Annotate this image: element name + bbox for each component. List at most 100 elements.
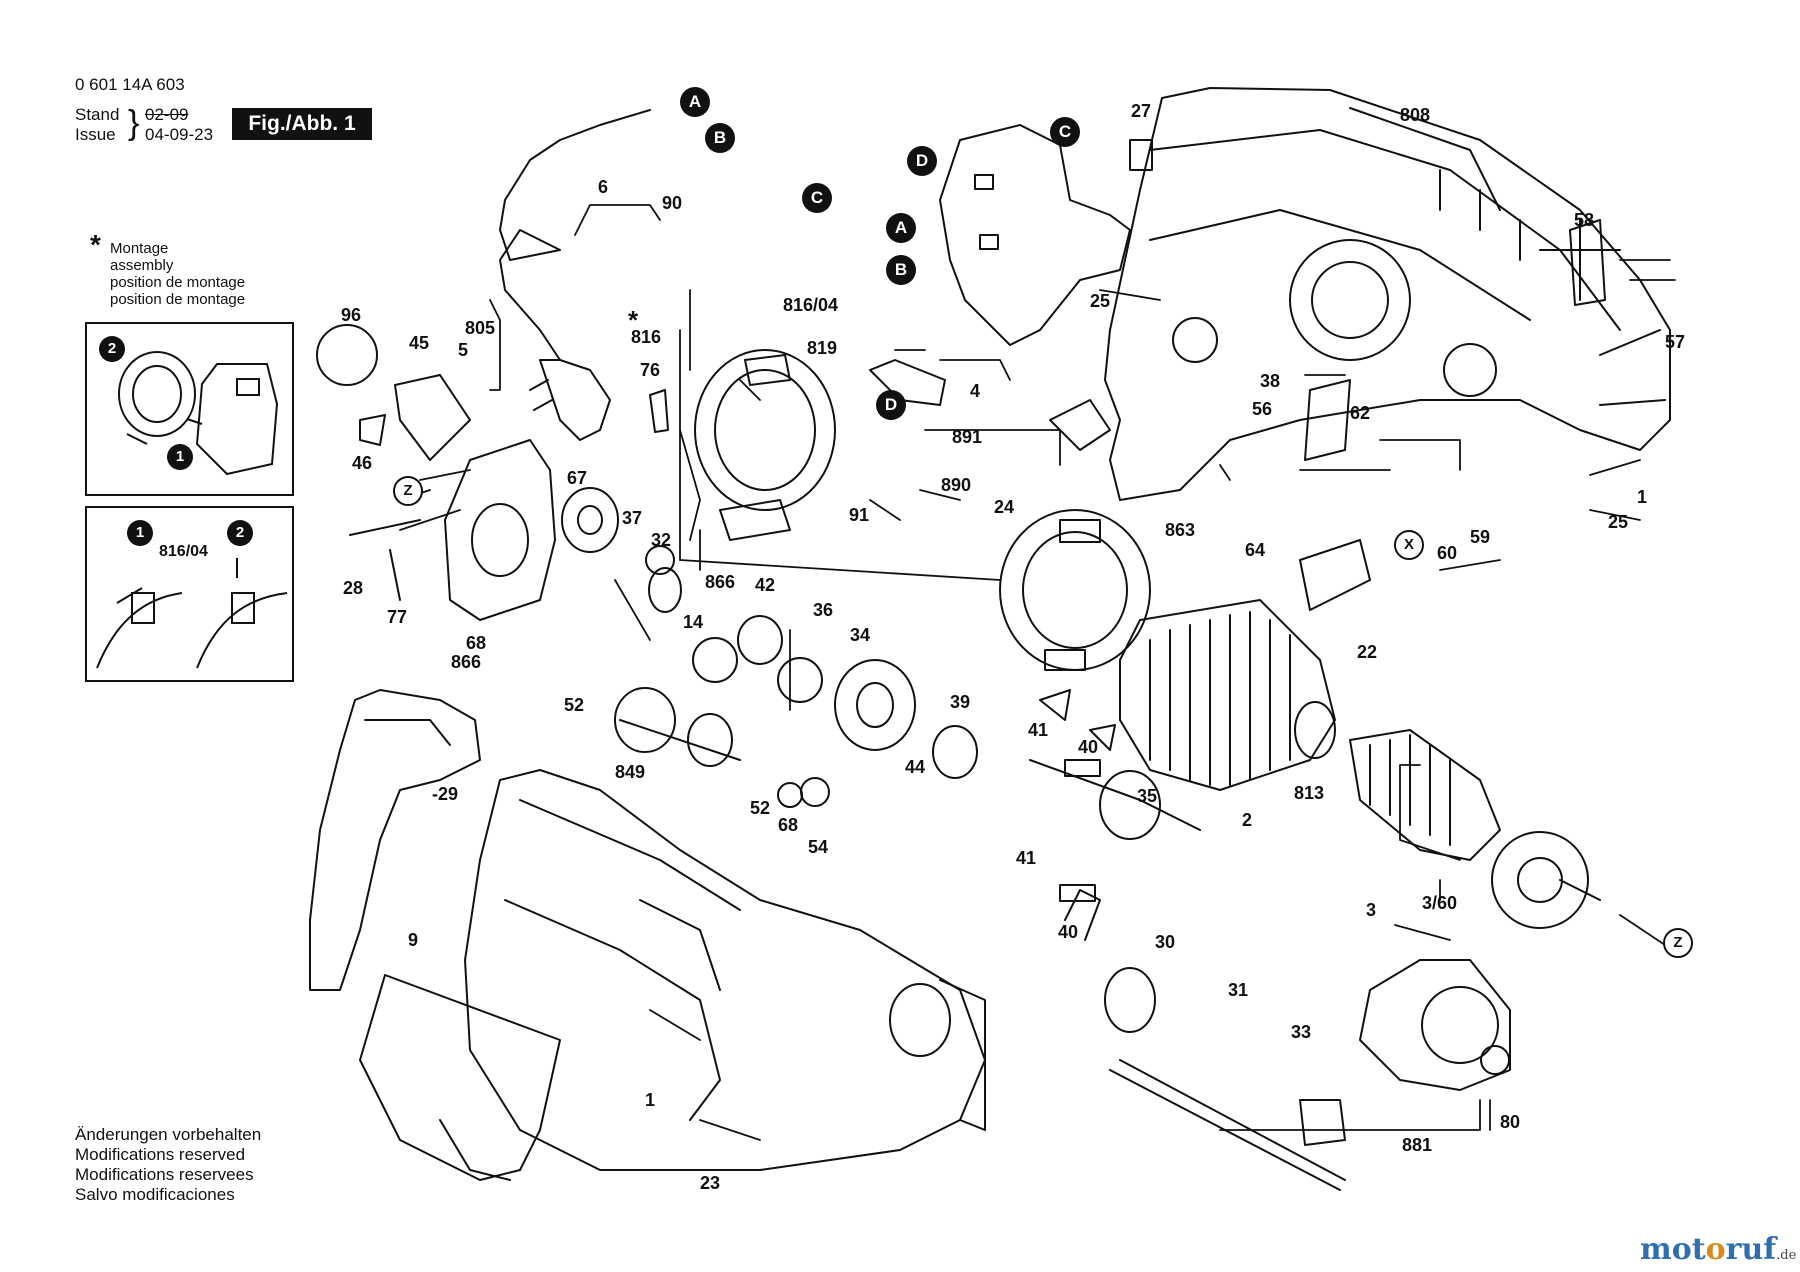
connector-a: A [886, 213, 916, 243]
inset-part-label: 816/04 [159, 543, 208, 560]
issue-value: 04-09-23 [145, 125, 214, 144]
footer-line: Modifications reservees [75, 1165, 254, 1184]
callout-76: 76 [640, 360, 661, 380]
callout-58: 58 [1574, 210, 1595, 230]
callout-60: 60 [1437, 543, 1458, 563]
callout-46: 46 [352, 453, 373, 473]
callout-813: 813 [1294, 783, 1325, 803]
connector-c: C [1050, 117, 1080, 147]
callout-40: 40 [1058, 922, 1079, 942]
issue-label: Issue [75, 125, 116, 144]
callout-54: 54 [808, 837, 829, 857]
callout-863: 863 [1165, 520, 1196, 540]
legend-line: assembly [110, 257, 174, 274]
callout-62: 62 [1350, 403, 1371, 423]
leader-lines [399, 204, 1676, 1141]
callout-96: 96 [341, 305, 362, 325]
callout-5: 5 [458, 340, 469, 360]
callout-25: 25 [1608, 512, 1629, 532]
gear-parts [561, 487, 1201, 1033]
switch-module-part [939, 124, 1131, 346]
callout-29: -29 [432, 784, 459, 804]
callout-64: 64 [1245, 540, 1266, 560]
legend-line: position de montage [110, 291, 246, 308]
brand-logo: motoruf.de [1640, 1232, 1796, 1267]
callout-805: 805 [465, 318, 496, 338]
callout-32: 32 [651, 530, 672, 550]
inset-bottom-drawing [96, 558, 288, 669]
footer-line: Modifications reserved [75, 1145, 246, 1164]
callout-3-60: 3/60 [1422, 893, 1458, 913]
chuck-key-part [1109, 1059, 1346, 1191]
stand-label: Stand [75, 105, 120, 124]
marker-z: Z [393, 476, 423, 506]
callout-90: 90 [662, 193, 683, 213]
callout-45: 45 [409, 333, 430, 353]
callout-816-04: 816/04 [783, 295, 839, 315]
callout-819: 819 [807, 338, 838, 358]
callout-star: * [628, 305, 639, 335]
housing-half-part [1104, 87, 1671, 501]
callout-52: 52 [564, 695, 585, 715]
callout-44: 44 [905, 757, 926, 777]
callout-23: 23 [700, 1173, 721, 1193]
inset-step-2: 2 [227, 520, 253, 546]
callout-41: 41 [1028, 720, 1049, 740]
inset-step-1: 1 [167, 444, 193, 470]
callout-6: 6 [598, 177, 609, 197]
connector-b: B [886, 255, 916, 285]
connector-d: D [876, 390, 906, 420]
callout-25: 25 [1090, 291, 1111, 311]
armature-part [1349, 729, 1601, 929]
callout-1: 1 [645, 1090, 656, 1110]
part-number: 0 601 14A 603 [75, 75, 185, 94]
callout-36: 36 [813, 600, 834, 620]
callout-808: 808 [1400, 105, 1431, 125]
callout-14: 14 [683, 612, 704, 632]
field-stator-part [1119, 599, 1336, 791]
connector-d: D [907, 146, 937, 176]
callout-31: 31 [1228, 980, 1249, 1000]
inset-bottom-panel: 1 2 816/04 [85, 506, 294, 682]
callout-1: 1 [1637, 487, 1648, 507]
callout-34: 34 [850, 625, 871, 645]
callout-3: 3 [1366, 900, 1377, 920]
callout-56: 56 [1252, 399, 1273, 419]
callout-33: 33 [1291, 1022, 1312, 1042]
callout-37: 37 [622, 508, 643, 528]
marker-x: X [1394, 530, 1424, 560]
figure-badge: Fig./Abb. 1 [232, 108, 372, 140]
callout-866: 866 [705, 572, 736, 592]
drill-body-part [464, 769, 986, 1171]
callout-24: 24 [994, 497, 1015, 517]
bearing-plate-part [444, 439, 556, 621]
callout-59: 59 [1470, 527, 1491, 547]
footer-line: Salvo modificaciones [75, 1185, 235, 1204]
callout-77: 77 [387, 607, 408, 627]
inset-top-drawing [118, 351, 279, 476]
small-parts [316, 139, 1621, 902]
callout-27: 27 [1131, 101, 1152, 121]
callout-28: 28 [343, 578, 364, 598]
connector-c: C [802, 183, 832, 213]
callout-42: 42 [755, 575, 776, 595]
callout-80: 80 [1500, 1112, 1521, 1132]
handle-part [309, 689, 481, 991]
callout-890: 890 [941, 475, 972, 495]
legend-line: position de montage [110, 274, 246, 291]
callout-881: 881 [1402, 1135, 1433, 1155]
callout-891: 891 [952, 427, 983, 447]
callout-38: 38 [1260, 371, 1281, 391]
callout-40: 40 [1078, 737, 1099, 757]
callout-52: 52 [750, 798, 771, 818]
callout-816: 816 [631, 327, 662, 347]
callout-68: 68 [466, 633, 487, 653]
inset-top-panel: 2 1 [85, 322, 294, 496]
callout-9: 9 [408, 930, 419, 950]
connector-a: A [680, 87, 710, 117]
brand-name-part: ruf [1725, 1232, 1777, 1267]
callout-57: 57 [1665, 332, 1686, 352]
callout-22: 22 [1357, 642, 1378, 662]
brush-holder-ring-part [999, 509, 1151, 671]
marker-z: Z [1663, 928, 1693, 958]
